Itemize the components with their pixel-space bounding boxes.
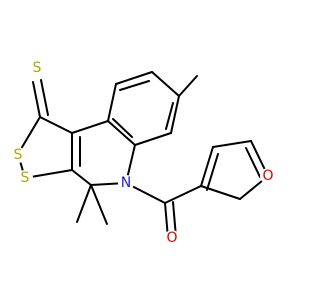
- bond: [107, 83, 117, 122]
- atom-label-layer: S S S N O O: [10, 60, 276, 246]
- thione-sulfur-atom: S: [29, 60, 45, 76]
- bond-layer: [17, 71, 269, 239]
- thione-sulfur-label: S: [33, 60, 42, 76]
- ring-sulfur-label-1: S: [14, 147, 23, 163]
- ring-sulfur-label-2: S: [21, 170, 30, 186]
- bond: [71, 169, 92, 186]
- bond: [200, 185, 241, 200]
- bond: [107, 120, 136, 146]
- bond: [245, 147, 261, 178]
- bond: [134, 132, 172, 146]
- bond: [112, 118, 133, 138]
- bond: [170, 95, 180, 134]
- furan-oxygen-label: O: [262, 168, 273, 184]
- bond: [40, 79, 49, 116]
- bond: [206, 153, 219, 191]
- bond: [17, 116, 41, 155]
- carbonyl-oxygen-label: O: [166, 230, 177, 246]
- bond: [39, 116, 73, 134]
- bond: [178, 75, 198, 97]
- bond: [76, 184, 92, 223]
- bond: [115, 71, 153, 85]
- furan-oxygen-atom: O: [260, 168, 276, 184]
- bond: [200, 146, 214, 187]
- structure-canvas: S S S N O O: [10, 60, 276, 246]
- ring-sulfur-atom-1: S: [10, 147, 26, 163]
- bond: [32, 81, 41, 118]
- bond: [90, 184, 108, 225]
- carbonyl-oxygen-atom: O: [164, 230, 180, 246]
- bond: [151, 71, 180, 97]
- bond: [212, 140, 252, 148]
- ring-nitrogen-atom: N: [118, 175, 134, 191]
- bond: [119, 80, 150, 91]
- bond: [71, 120, 109, 134]
- bond: [164, 185, 202, 204]
- bond: [165, 102, 174, 130]
- ring-sulfur-atom-2: S: [17, 170, 33, 186]
- ring-nitrogen-label: N: [121, 175, 131, 191]
- molecule-drawing: S S S N O O: [10, 60, 276, 246]
